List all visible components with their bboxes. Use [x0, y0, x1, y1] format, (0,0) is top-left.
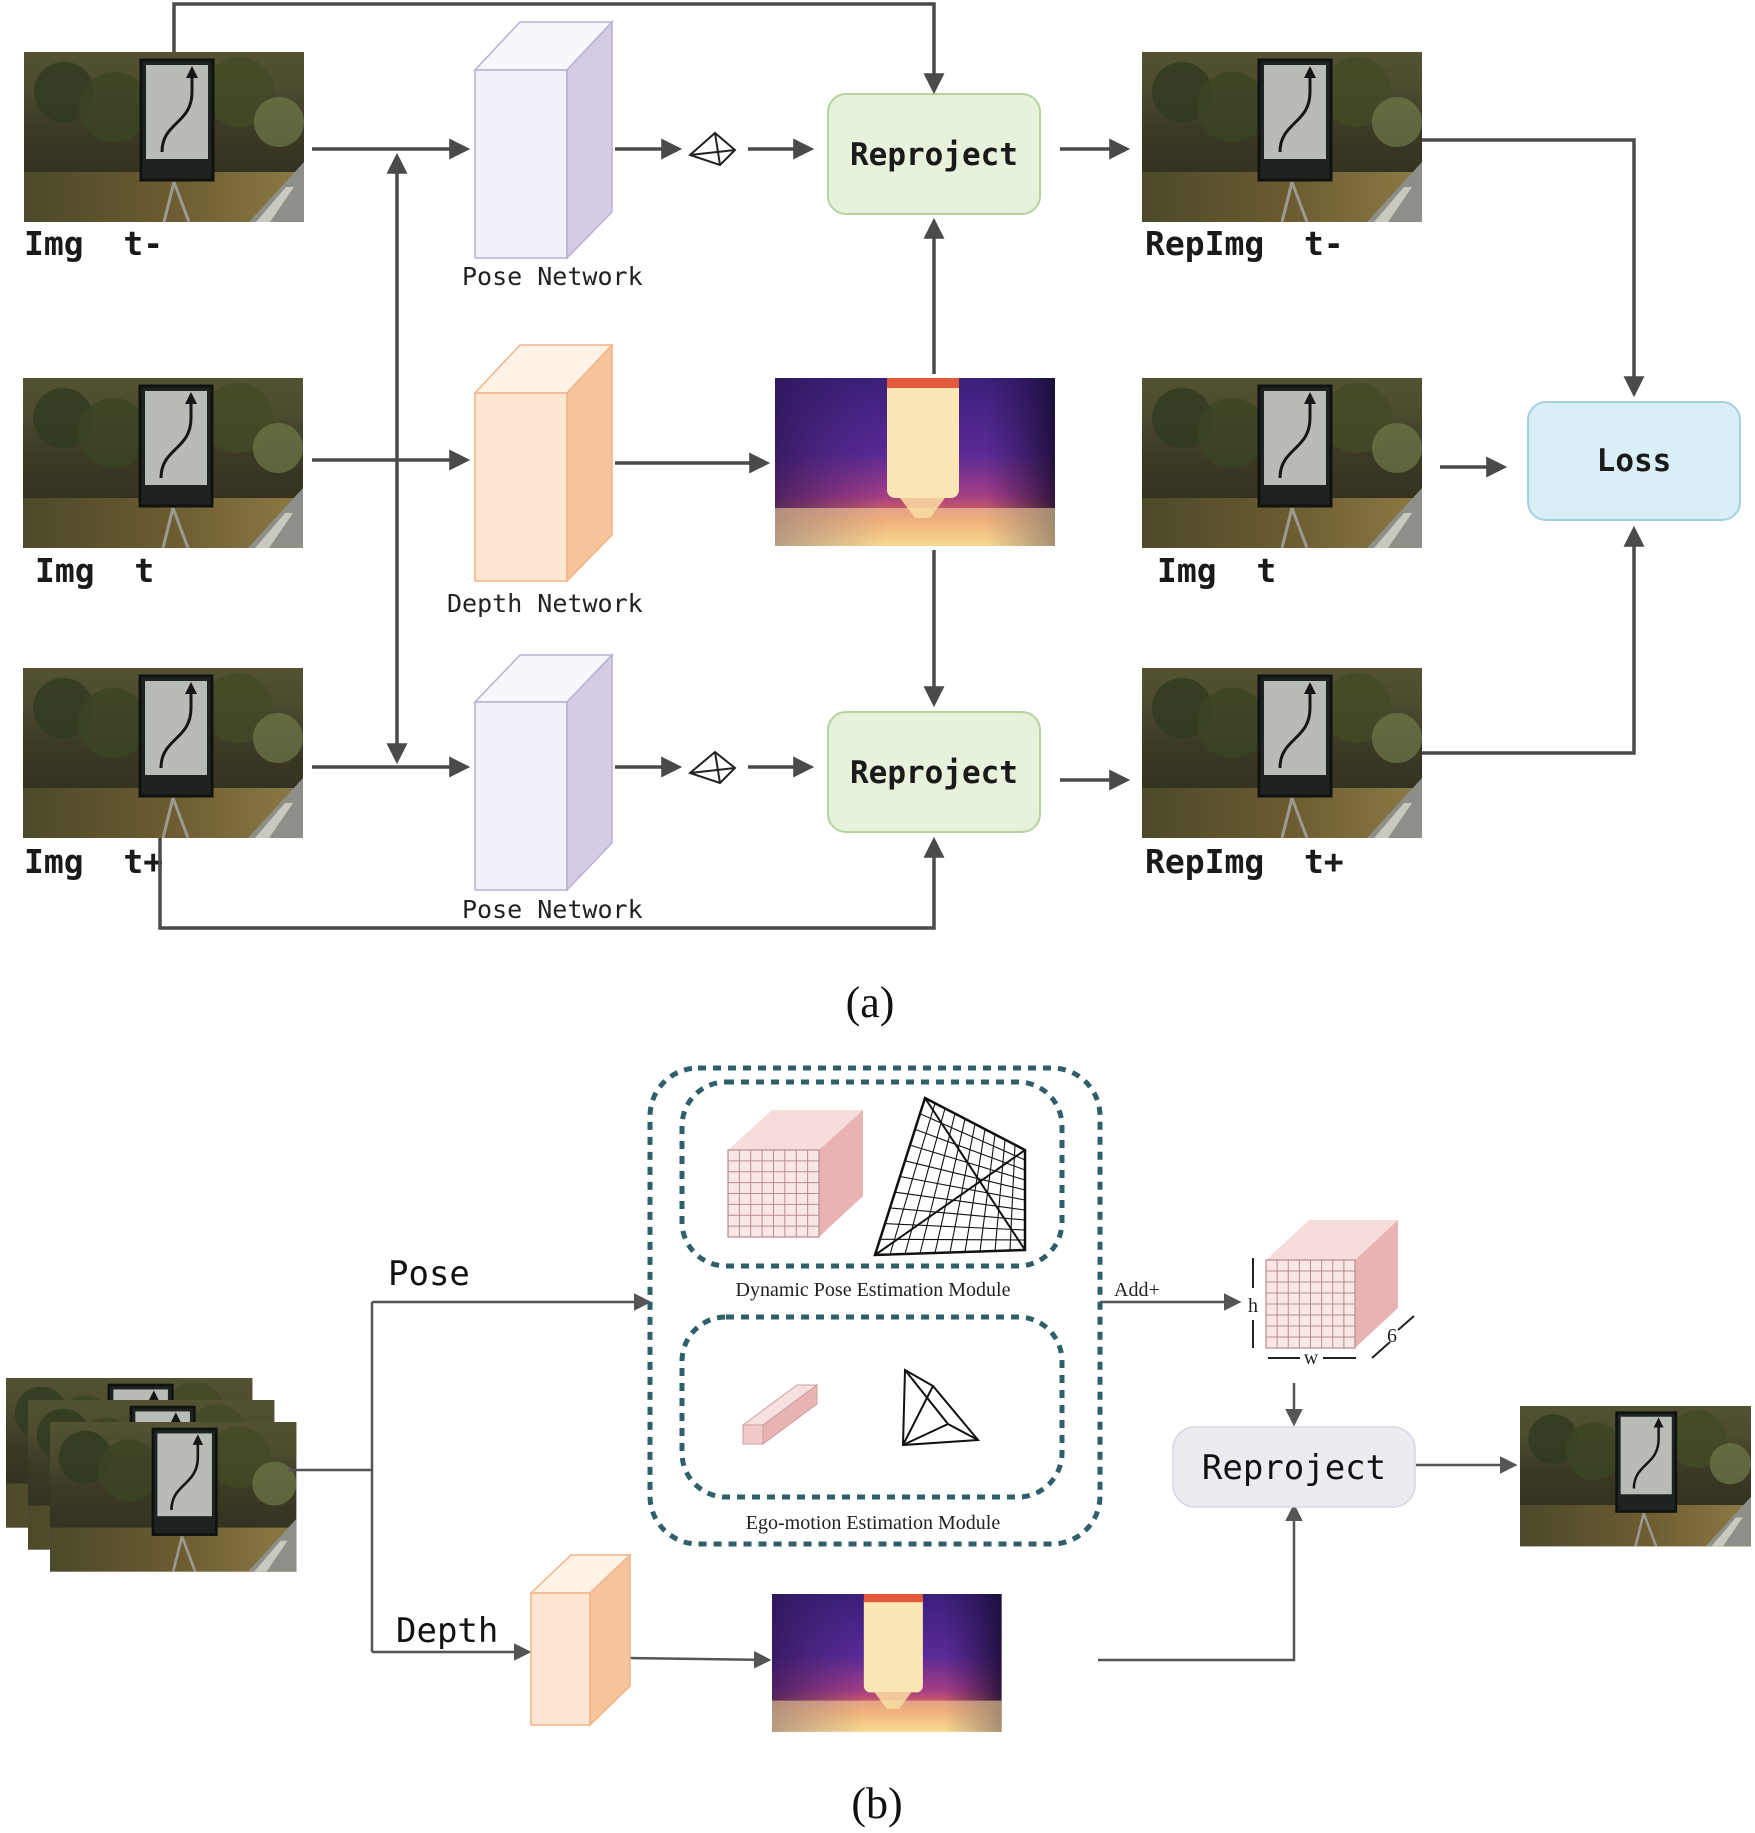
dynamic-pose-grid-icon — [873, 1096, 1027, 1257]
arrows-part-a — [158, 2, 1645, 930]
input-label-t-minus: Img t- — [24, 224, 163, 263]
output-image-rep-t-minus — [1140, 50, 1424, 224]
caption-a: (a) — [846, 978, 895, 1027]
ego-module-label: Ego-motion Estimation Module — [746, 1512, 1001, 1534]
branch-label-depth: Depth — [396, 1611, 498, 1651]
output-label-rep-t-plus: RepImg t+ — [1145, 842, 1344, 881]
dynamic-pose-module — [679, 1079, 1065, 1269]
depth-map-image — [775, 378, 1055, 546]
camera-pose-icon-bottom — [687, 750, 737, 785]
pose-network-top-label: Pose Network — [462, 262, 643, 291]
part-a: Img t- Img t Img t+ Pose Network Depth N… — [21, 2, 1741, 1027]
output-image-b — [1518, 1404, 1753, 1548]
plane-grid-line — [889, 1207, 1026, 1221]
tensor-dim-6: 6 — [1387, 1325, 1397, 1347]
reproject-box-bottom — [827, 711, 1041, 833]
part-b: Pose Depth Dynamic Pose Estimation Modul… — [4, 1065, 1753, 1828]
reproject-box-b — [1172, 1426, 1416, 1508]
ego-motion-vector — [741, 1384, 819, 1445]
pose-network-bottom-label: Pose Network — [462, 895, 643, 924]
output-label-rep-t-minus: RepImg t- — [1145, 224, 1344, 263]
plane-grid-line — [994, 1139, 1006, 1252]
depth-network-b — [529, 1553, 632, 1727]
tensor-dimension-marks — [1252, 1258, 1415, 1359]
reproject-bottom-label: Reproject — [850, 755, 1018, 791]
input-image-t — [21, 376, 305, 550]
output-image-t — [1140, 376, 1424, 550]
add-label: Add+ — [1114, 1279, 1160, 1301]
input-label-t: Img t — [35, 551, 154, 590]
plane-grid-line — [979, 1134, 996, 1252]
output-label-t: Img t — [1157, 551, 1276, 590]
tensor-dim-w: w — [1304, 1347, 1319, 1369]
loss-label: Loss — [1597, 443, 1672, 479]
reproject-b-label: Reproject — [1202, 1448, 1386, 1488]
dynamic-feature-cube — [727, 1110, 863, 1238]
input-frame-stack — [4, 1376, 298, 1573]
pose-output-tensor — [1265, 1220, 1398, 1349]
ego-camera-icon — [901, 1368, 981, 1447]
input-image-t-minus — [22, 50, 306, 224]
ego-motion-module — [679, 1314, 1065, 1500]
pose-module-container — [647, 1065, 1103, 1547]
pose-network-top — [473, 20, 614, 260]
dynamic-module-label: Dynamic Pose Estimation Module — [736, 1279, 1011, 1301]
plane-grid-line — [894, 1191, 1026, 1211]
tensor-dim-h: h — [1248, 1295, 1258, 1317]
reproject-top-label: Reproject — [850, 137, 1018, 173]
caption-b: (b) — [851, 1779, 902, 1828]
depth-network-label: Depth Network — [447, 589, 643, 618]
arrows-part-b — [288, 1293, 1518, 1669]
camera-pose-icon-top — [688, 131, 737, 167]
plane-grid-line — [899, 1175, 1026, 1201]
input-label-t-plus: Img t+ — [24, 842, 163, 881]
depth-network — [473, 343, 614, 583]
input-image-t-plus — [21, 666, 305, 840]
plane-grid-line — [964, 1129, 986, 1253]
branch-label-pose: Pose — [388, 1254, 470, 1294]
depth-map-image-b — [772, 1594, 1002, 1732]
plane-grid-line — [884, 1223, 1026, 1231]
plane-grid-line — [879, 1238, 1026, 1241]
loss-box — [1527, 401, 1741, 521]
pose-network-bottom — [473, 653, 614, 892]
plane-grid-line — [1009, 1144, 1016, 1251]
output-image-rep-t-plus — [1140, 666, 1424, 840]
